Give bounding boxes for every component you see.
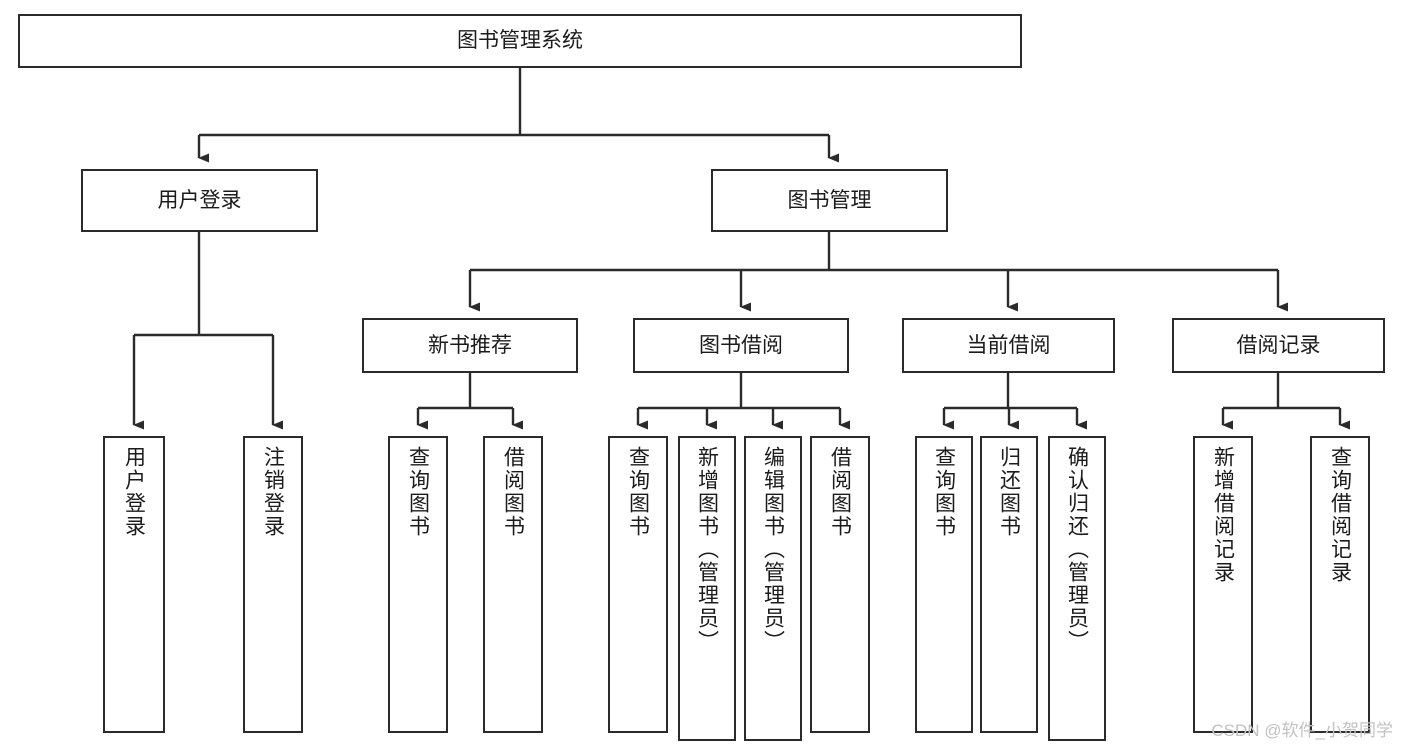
node-level3-新书推荐-label: 新书推荐 <box>428 333 512 357</box>
node-leaf-11-新增借阅记录-label: 新增借阅记录 <box>1211 446 1235 584</box>
node-level2-用户登录-label: 用户登录 <box>157 188 242 212</box>
node-leaf-8-查询图书[interactable]: 查询图书 <box>915 436 973 733</box>
node-leaf-11-新增借阅记录[interactable]: 新增借阅记录 <box>1193 436 1253 733</box>
node-leaf-4-查询图书[interactable]: 查询图书 <box>608 436 668 733</box>
node-leaf-4-查询图书-label: 查询图书 <box>626 446 650 538</box>
node-leaf-12-查询借阅记录[interactable]: 查询借阅记录 <box>1310 436 1370 733</box>
node-leaf-7-借阅图书-label: 借阅图书 <box>828 446 852 538</box>
node-leaf-9-归还图书[interactable]: 归还图书 <box>980 436 1038 733</box>
node-level3-新书推荐[interactable]: 新书推荐 <box>362 318 578 373</box>
node-level2-用户登录[interactable]: 用户登录 <box>81 169 318 232</box>
node-leaf-0-用户登录-label: 用户登录 <box>122 446 146 538</box>
node-level3-图书借阅[interactable]: 图书借阅 <box>633 318 849 373</box>
node-leaf-0-用户登录[interactable]: 用户登录 <box>103 436 165 733</box>
node-level2-图书管理-label: 图书管理 <box>787 188 872 212</box>
connector-lines <box>132 68 1350 430</box>
node-root-图书管理系统-label: 图书管理系统 <box>457 29 583 53</box>
node-level3-借阅记录-label: 借阅记录 <box>1236 333 1321 357</box>
node-level3-当前借阅-label: 当前借阅 <box>966 333 1051 357</box>
node-leaf-10-确认归还（管理员）[interactable]: 确认归还（管理员） <box>1048 436 1106 741</box>
node-leaf-3-借阅图书-label: 借阅图书 <box>501 446 525 538</box>
node-leaf-1-注销登录[interactable]: 注销登录 <box>243 436 303 733</box>
node-leaf-2-查询图书[interactable]: 查询图书 <box>388 436 448 733</box>
node-leaf-6-编辑图书（管理员）-label: 编辑图书（管理员） <box>761 446 785 653</box>
node-level2-图书管理[interactable]: 图书管理 <box>711 169 948 232</box>
node-leaf-3-借阅图书[interactable]: 借阅图书 <box>483 436 543 733</box>
node-root-图书管理系统[interactable]: 图书管理系统 <box>18 14 1022 68</box>
node-level3-图书借阅-label: 图书借阅 <box>699 333 783 357</box>
node-level3-当前借阅[interactable]: 当前借阅 <box>902 318 1115 373</box>
node-leaf-2-查询图书-label: 查询图书 <box>406 446 430 538</box>
node-leaf-5-新增图书（管理员）-label: 新增图书（管理员） <box>695 446 719 653</box>
node-leaf-10-确认归还（管理员）-label: 确认归还（管理员） <box>1065 446 1089 653</box>
node-leaf-7-借阅图书[interactable]: 借阅图书 <box>810 436 870 733</box>
node-leaf-9-归还图书-label: 归还图书 <box>997 446 1021 538</box>
node-level3-借阅记录[interactable]: 借阅记录 <box>1172 318 1385 373</box>
node-leaf-12-查询借阅记录-label: 查询借阅记录 <box>1328 446 1352 584</box>
node-leaf-5-新增图书（管理员）[interactable]: 新增图书（管理员） <box>678 436 736 741</box>
node-leaf-8-查询图书-label: 查询图书 <box>932 446 956 538</box>
node-leaf-1-注销登录-label: 注销登录 <box>261 446 285 538</box>
node-leaf-6-编辑图书（管理员）[interactable]: 编辑图书（管理员） <box>744 436 802 741</box>
